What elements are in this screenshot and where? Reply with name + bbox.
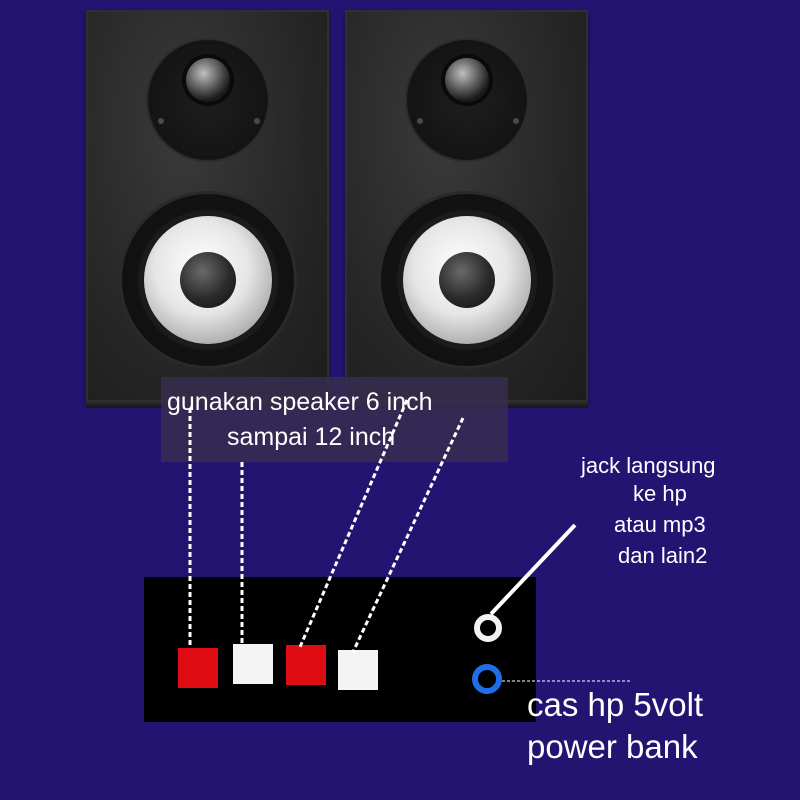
power-note-line1: cas hp 5volt [527, 686, 703, 724]
right-tweeter [407, 40, 527, 160]
screw-icon [513, 118, 519, 124]
power-jack-icon [472, 664, 502, 694]
right-woofer-cap [439, 252, 495, 308]
right-woofer-cone [403, 216, 531, 344]
right-woofer [381, 194, 553, 366]
jack-note-line3: atau mp3 [614, 512, 706, 538]
terminal-right-negative [338, 650, 378, 690]
jack-note-line4: dan lain2 [618, 543, 707, 569]
power-note-line2: power bank [527, 728, 698, 766]
left-speaker [86, 10, 329, 402]
terminal-left-negative [233, 644, 273, 684]
speaker-size-label-line1: gunakan speaker 6 inch [167, 390, 432, 415]
left-woofer-cone [144, 216, 272, 344]
left-tweeter-dome [186, 58, 230, 102]
jack-note-line1: jack langsung [581, 453, 716, 479]
jack-note-line2: ke hp [633, 481, 687, 507]
right-speaker [345, 10, 588, 402]
left-woofer-cap [180, 252, 236, 308]
terminal-right-positive [286, 645, 326, 685]
screw-icon [417, 118, 423, 124]
terminal-left-positive [178, 648, 218, 688]
left-woofer [122, 194, 294, 366]
screw-icon [254, 118, 260, 124]
right-tweeter-dome [445, 58, 489, 102]
speaker-size-label-line2: sampai 12 inch [227, 425, 395, 450]
audio-jack-icon [474, 614, 502, 642]
left-tweeter [148, 40, 268, 160]
screw-icon [158, 118, 164, 124]
